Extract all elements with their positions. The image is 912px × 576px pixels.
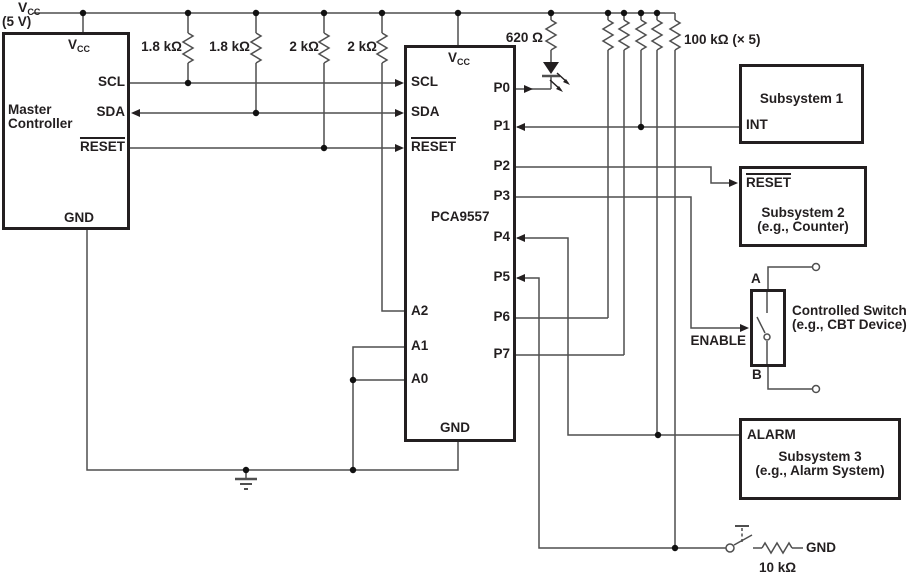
port-pullups-value: 100 kΩ (× 5) — [684, 32, 761, 47]
resistor-a2-pullup — [375, 13, 404, 312]
resistor-pullup-p6 — [601, 13, 615, 318]
pca-part-number: PCA9557 — [431, 209, 490, 224]
switch-terminal-b-wire — [767, 367, 821, 394]
led-resistor-value: 620 Ω — [505, 30, 543, 45]
junction-dots — [79, 9, 679, 552]
led — [542, 62, 570, 92]
subsystem3-title: Subsystem 3(e.g., Alarm System) — [755, 449, 885, 478]
pca-pin-a0: A0 — [411, 371, 429, 386]
controlled-switch-box — [750, 289, 786, 367]
subsystem3-pin-alarm: ALARM — [747, 427, 796, 442]
pca-pin-scl: SCL — [411, 74, 438, 89]
pca-pin-p3: P3 — [493, 188, 510, 203]
resistor-pullup-alarm — [650, 13, 664, 435]
pca-pin-reset: RESET — [411, 139, 457, 154]
a1-a0-gnd-wire — [352, 346, 404, 470]
subsystem1-pin-int: INT — [746, 117, 768, 132]
p2-reset-wire — [515, 166, 736, 184]
reset-pullup-value: 2 kΩ — [289, 39, 319, 54]
pca9557-box — [404, 45, 516, 442]
subsystem3-box — [739, 418, 901, 500]
subsystem2-title: Subsystem 2(e.g., Counter) — [757, 205, 849, 234]
pca-pin-a2: A2 — [411, 303, 429, 318]
switch-terminal-b-label: B — [752, 367, 762, 382]
resistor-led — [544, 13, 558, 62]
master-pin-vcc: VCC — [68, 37, 91, 55]
controlled-switch-title: Controlled Switch(e.g., CBT Device) — [792, 303, 907, 332]
resistor-sda-pullup — [249, 13, 263, 113]
pca-pin-p7: P7 — [493, 346, 510, 361]
arrowheads — [131, 79, 749, 332]
p4-alarm-wire — [517, 237, 739, 436]
switch-branch-gnd-label: GND — [806, 540, 836, 555]
subsystem2-pin-reset: RESET — [746, 175, 792, 190]
switch-terminal-a-wire — [767, 262, 821, 289]
sda-pullup-value: 1.8 kΩ — [209, 39, 250, 54]
resistor-pullup-p7 — [617, 13, 631, 355]
pca-pin-vcc: VCC — [448, 50, 471, 68]
pushbutton-switch — [725, 525, 753, 553]
switch-pulldown-value: 10 kΩ — [759, 560, 797, 575]
resistor-switch-pulldown — [753, 541, 803, 555]
resistor-reset-pullup — [317, 13, 331, 148]
pca-pin-p2: P2 — [493, 158, 510, 173]
vcc-rail-wire — [33, 12, 675, 47]
switch-pin-enable: ENABLE — [690, 333, 746, 348]
pca-pin-p6: P6 — [493, 309, 510, 324]
subsystem1-box — [739, 64, 864, 144]
pca-pin-p4: P4 — [493, 229, 510, 244]
subsystem1-title: Subsystem 1 — [759, 91, 844, 106]
vcc-rail-label: VCC — [18, 0, 41, 17]
master-pin-sda: SDA — [96, 104, 125, 119]
resistor-pullup-int — [634, 13, 648, 127]
ground-rail-wire — [86, 230, 459, 471]
switch-terminal-a-label: A — [751, 271, 761, 286]
pca-pin-sda: SDA — [411, 104, 440, 119]
switch-internal-contact — [756, 292, 771, 365]
master-pin-gnd: GND — [64, 210, 94, 225]
pca-pin-p5: P5 — [493, 269, 510, 284]
scl-pullup-value: 1.8 kΩ — [141, 39, 182, 54]
pca-pin-p0: P0 — [493, 80, 510, 95]
p3-enable-wire — [515, 196, 747, 329]
master-controller-box — [2, 32, 130, 230]
resistor-scl-pullup — [181, 13, 195, 83]
master-pin-scl: SCL — [98, 74, 125, 89]
subsystem2-box — [739, 166, 867, 247]
pca-pin-gnd: GND — [440, 420, 470, 435]
resistor-pullup-switch — [668, 13, 682, 548]
a2-pullup-value: 2 kΩ — [347, 39, 377, 54]
pca-pin-p1: P1 — [493, 118, 510, 133]
vcc-voltage-label: (5 V) — [2, 14, 32, 29]
master-pin-reset: RESET — [79, 139, 125, 154]
p5-switch-wire — [517, 277, 726, 549]
pca-pin-a1: A1 — [411, 338, 429, 353]
